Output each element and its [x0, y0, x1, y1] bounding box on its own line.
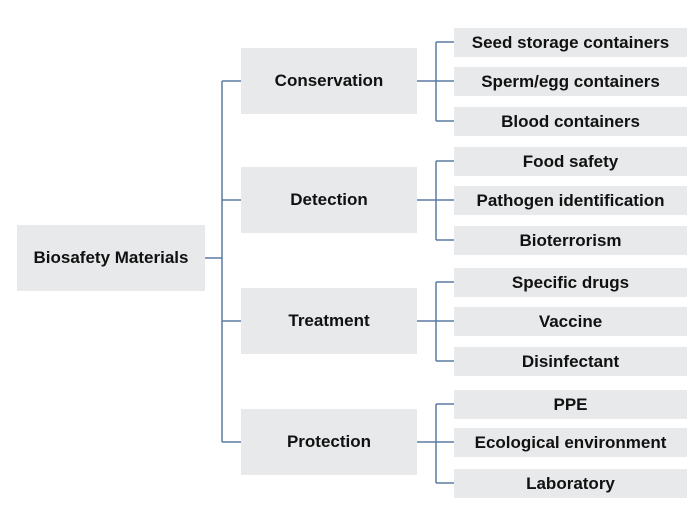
category-label: Detection	[290, 190, 368, 209]
leaf-label: Specific drugs	[511, 272, 630, 292]
leaf-label: Pathogen identification	[476, 190, 665, 210]
leaf-disinfectant: Disinfectant	[454, 347, 687, 376]
leaf-pathogen-identification: Pathogen identification	[454, 186, 687, 215]
leaf-specific-drugs: Specific drugs	[454, 268, 687, 297]
leaf-label: Ecological environment	[474, 432, 667, 452]
category-label: Protection	[286, 432, 372, 451]
leaf-sperm-egg-containers: Sperm/egg containers	[454, 67, 687, 96]
category-treatment: Treatment	[241, 288, 417, 354]
leaf-label: Blood containers	[501, 111, 640, 131]
leaf-label: Sperm/egg containers	[481, 71, 660, 91]
root-node: Biosafety Materials	[17, 225, 205, 291]
leaf-bioterrorism: Bioterrorism	[454, 226, 687, 255]
root-label: Biosafety Materials	[33, 248, 189, 267]
leaf-label: Disinfectant	[521, 351, 620, 371]
leaf-vaccine: Vaccine	[454, 307, 687, 336]
category-label: Conservation	[274, 71, 384, 90]
leaf-blood-containers: Blood containers	[454, 107, 687, 136]
category-detection: Detection	[241, 167, 417, 233]
leaf-label: Food safety	[522, 151, 619, 171]
leaf-label: Vaccine	[538, 311, 603, 331]
category-conservation: Conservation	[241, 48, 417, 114]
category-label: Treatment	[288, 311, 370, 330]
category-protection: Protection	[241, 409, 417, 475]
leaf-laboratory: Laboratory	[454, 469, 687, 498]
leaf-food-safety: Food safety	[454, 147, 687, 176]
leaf-label: PPE	[553, 394, 588, 414]
leaf-label: Laboratory	[526, 473, 615, 493]
leaf-ppe: PPE	[454, 390, 687, 419]
leaf-ecological-environment: Ecological environment	[454, 428, 687, 457]
leaf-label: Seed storage containers	[471, 32, 670, 52]
leaf-label: Bioterrorism	[519, 230, 622, 250]
leaf-seed-storage-containers: Seed storage containers	[454, 28, 687, 57]
